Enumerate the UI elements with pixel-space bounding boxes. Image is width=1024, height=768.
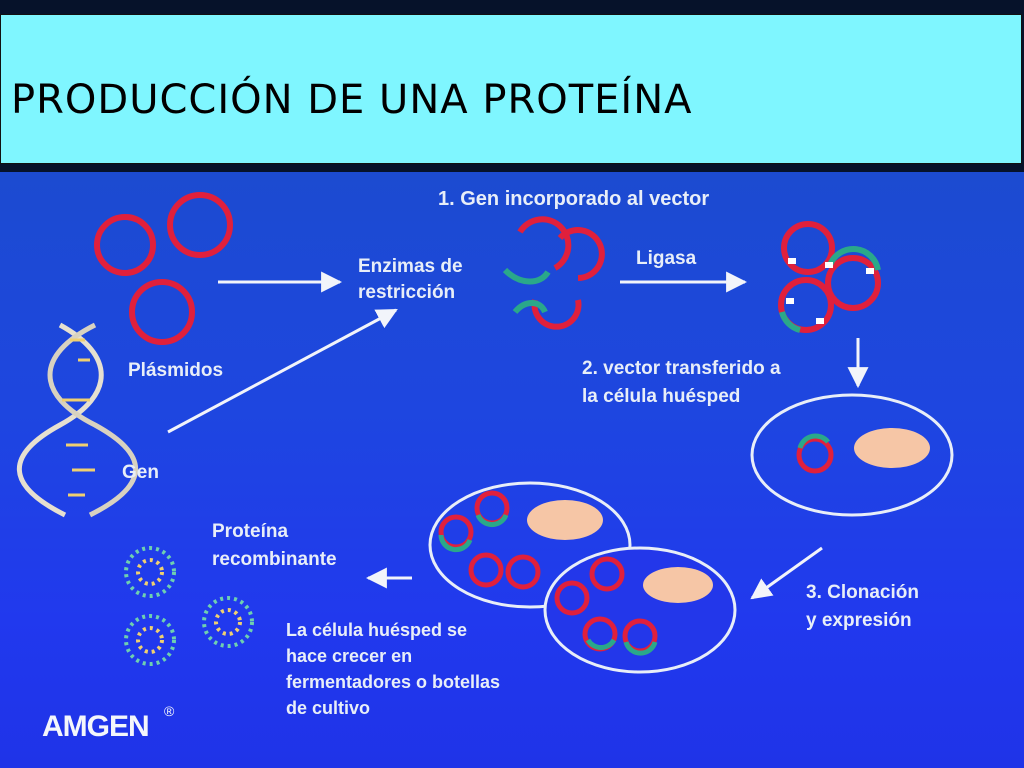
label-step2-line1: 2. vector transferido a (582, 358, 781, 379)
dna-helix-icon (16, 322, 139, 518)
registered-mark: ® (164, 703, 175, 719)
label-step1: 1. Gen incorporado al vector (438, 188, 709, 210)
host-cell (750, 393, 954, 517)
plasmid-ring (167, 192, 233, 258)
label-proteina-line1: Proteína (212, 521, 288, 542)
label-proteina-line2: recombinante (212, 549, 337, 570)
plasmid-ring (129, 279, 195, 345)
plasmids-group (94, 192, 233, 345)
label-step3-line2: y expresión (806, 610, 912, 631)
label-ligasa: Ligasa (636, 248, 697, 269)
arrow-host-to-clones (750, 546, 823, 600)
label-step3-line1: 3. Clonación (806, 582, 919, 603)
title-bar: PRODUCCIÓN DE UNA PROTEÍNA (0, 14, 1022, 164)
cloned-cells (428, 481, 737, 674)
label-plasmidos: Plásmidos (128, 360, 223, 381)
amgen-logo: AMGEN (42, 710, 149, 743)
page-title: PRODUCCIÓN DE UNA PROTEÍNA (11, 77, 693, 123)
label-cultivo-line1: La célula huésped se (286, 620, 467, 640)
arrow-gen-to-enzymes (167, 308, 398, 434)
label-cultivo-line2: hace crecer en (286, 646, 412, 666)
label-cultivo-line4: de cultivo (286, 698, 370, 718)
label-gen: Gen (122, 462, 159, 483)
cut-fragments (502, 216, 605, 330)
label-cultivo-line3: fermentadores o botellas (286, 672, 500, 692)
label-enzimas-line1: Enzimas de (358, 256, 463, 277)
label-step2-line2: la célula huésped (582, 386, 740, 407)
recombinant-plasmids (778, 221, 881, 333)
plasmid-ring (94, 214, 156, 276)
diagram-panel (0, 172, 1024, 768)
label-enzimas-line2: restricción (358, 282, 455, 303)
protein-clusters-icon (124, 546, 254, 666)
